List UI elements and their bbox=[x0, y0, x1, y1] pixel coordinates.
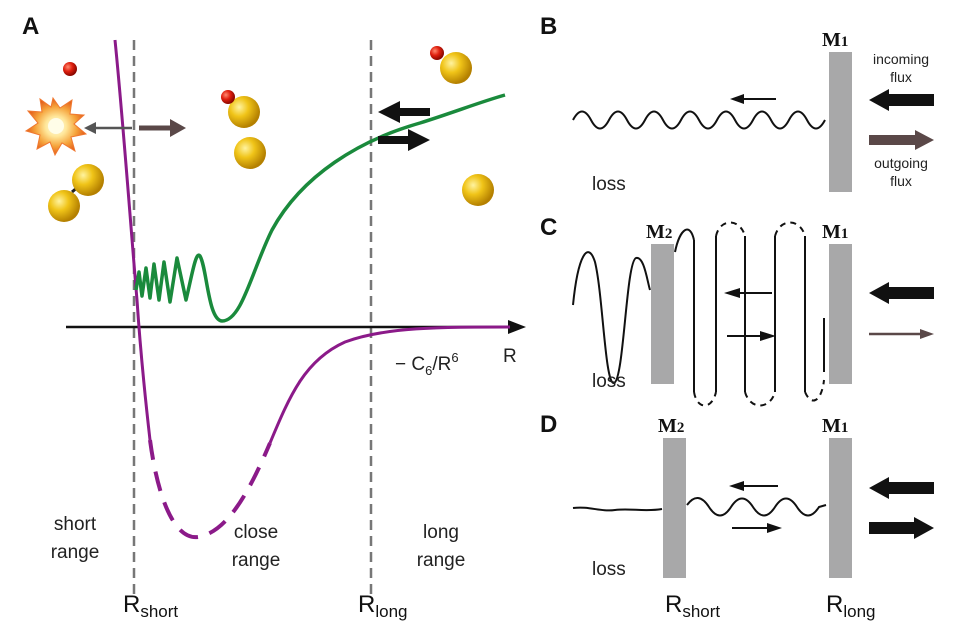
potential-long-range-tail bbox=[268, 325, 511, 444]
outgoing-flux-label-1: outgoing bbox=[874, 155, 928, 171]
panel-label-d: D bbox=[540, 411, 557, 438]
r-short-label-d: Rshort bbox=[665, 591, 720, 621]
standing-wave-d bbox=[686, 497, 827, 517]
r-long-label-d: Rlong bbox=[826, 591, 875, 621]
leaking-wave-d bbox=[572, 506, 663, 512]
heteronuclear-molecule-long bbox=[430, 46, 472, 84]
panel-label-c: C bbox=[540, 214, 557, 241]
reaction-arrow-right-head bbox=[170, 119, 186, 137]
reaction-arrow-left-head bbox=[84, 122, 96, 134]
incoming-flux-arrow-b bbox=[869, 89, 934, 111]
right-arrow-head-d bbox=[767, 523, 782, 533]
potential-label: − C6/R6 bbox=[395, 350, 459, 378]
outgoing-flux-arrow-b bbox=[869, 130, 934, 150]
gold-atom-close bbox=[234, 137, 266, 169]
close-range-label-2: range bbox=[232, 550, 281, 571]
incoming-flux-arrow-c bbox=[869, 282, 934, 304]
long-range-label-1: long bbox=[423, 522, 459, 543]
r-axis-label: R bbox=[503, 346, 517, 367]
mirror-m1-label-b: M1 bbox=[822, 29, 848, 51]
mirror-m1-b bbox=[829, 52, 852, 192]
long-range-label-2: range bbox=[417, 550, 466, 571]
potential-well-dashed bbox=[148, 439, 272, 540]
scattering-wavefunction bbox=[134, 93, 506, 323]
mirror-m2-label-c: M2 bbox=[646, 221, 672, 243]
outgoing-flux-label-2: flux bbox=[890, 173, 912, 189]
mirror-m2-label-d: M2 bbox=[658, 415, 684, 437]
mirror-m1-c bbox=[829, 244, 852, 384]
loss-label-d: loss bbox=[592, 559, 626, 580]
mirror-m2-d bbox=[663, 438, 686, 578]
mirror-m1-label-c: M1 bbox=[822, 221, 848, 243]
panel-label-a: A bbox=[22, 13, 39, 40]
propagation-arrow-head-b bbox=[730, 94, 744, 104]
outgoing-flux-arrow-head-c bbox=[920, 329, 934, 339]
mirror-m2-c bbox=[651, 244, 674, 384]
mirror-m1-label-d: M1 bbox=[822, 415, 848, 437]
potential-repulsive-wall bbox=[113, 39, 152, 441]
loss-burst-icon bbox=[24, 96, 88, 157]
close-range-label-1: close bbox=[234, 522, 278, 543]
leaking-wave-c bbox=[572, 251, 651, 385]
r-axis-arrowhead bbox=[508, 320, 526, 334]
incoming-flux-arrow-a bbox=[378, 101, 430, 123]
loss-label-b: loss bbox=[592, 174, 626, 195]
loss-label-c: loss bbox=[592, 371, 626, 392]
red-atom-1 bbox=[63, 62, 77, 76]
r-long-label-a: Rlong bbox=[358, 591, 407, 621]
wave-b bbox=[572, 110, 826, 130]
incoming-flux-arrow-d bbox=[869, 477, 934, 499]
outgoing-flux-arrow-a bbox=[378, 129, 430, 151]
heteronuclear-molecule-close bbox=[221, 90, 260, 128]
left-arrow-head-d bbox=[729, 481, 744, 491]
incoming-flux-label-2: flux bbox=[890, 69, 912, 85]
outgoing-flux-arrow-d bbox=[869, 517, 934, 539]
gold-dimer-molecule bbox=[48, 164, 104, 222]
left-arrow-head-c bbox=[724, 288, 740, 298]
panel-label-b: B bbox=[540, 13, 557, 40]
r-short-label-a: Rshort bbox=[123, 591, 178, 621]
incoming-flux-label-1: incoming bbox=[873, 51, 929, 67]
short-range-label-1: short bbox=[54, 514, 97, 535]
standing-wave-c bbox=[674, 221, 825, 407]
mirror-m1-d bbox=[829, 438, 852, 578]
gold-atom-long bbox=[462, 174, 494, 206]
short-range-label-2: range bbox=[51, 542, 100, 563]
right-arrow-head-c bbox=[760, 331, 776, 341]
